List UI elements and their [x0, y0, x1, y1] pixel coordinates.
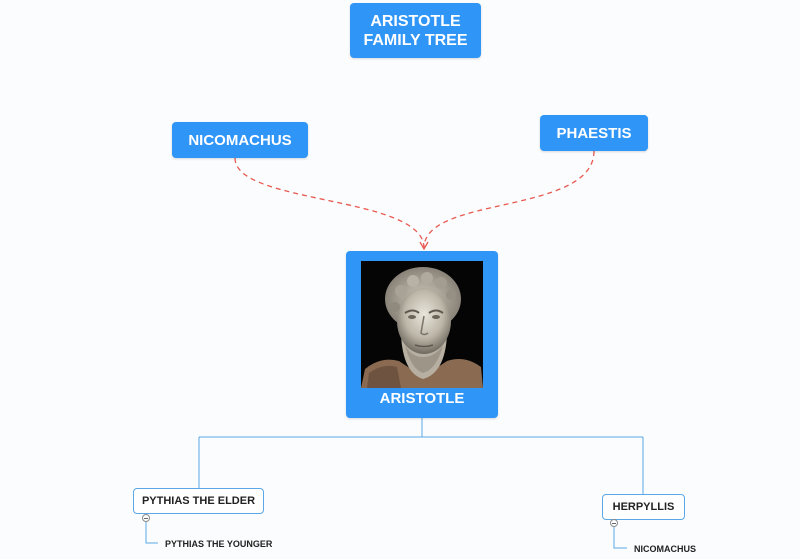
title-node[interactable]: ARISTOTLE FAMILY TREE	[350, 3, 481, 58]
father-label: NICOMACHUS	[188, 131, 292, 149]
aristotle-bust-portrait-icon	[361, 261, 483, 388]
aristotle-label: ARISTOTLE	[379, 390, 465, 407]
spouse-node-pythias[interactable]: PYTHIAS THE ELDER	[133, 488, 264, 514]
father-link	[234, 157, 425, 249]
child-label-pythias-younger[interactable]: PYTHIAS THE YOUNGER	[165, 539, 273, 549]
spouse-node-herpyllis[interactable]: HERPYLLIS	[602, 494, 685, 520]
herpyllis-child-link	[613, 527, 627, 549]
collapse-toggle-icon[interactable]	[142, 514, 150, 522]
title-line1: ARISTOTLE	[370, 12, 461, 30]
aristotle-node[interactable]: ARISTOTLE	[346, 251, 498, 418]
mother-node[interactable]: PHAESTIS	[540, 115, 648, 151]
mother-link	[423, 150, 595, 249]
children-bracket	[198, 418, 644, 494]
link-arrow	[419, 241, 429, 251]
spouse-label: HERPYLLIS	[612, 501, 675, 513]
spouse-label: PYTHIAS THE ELDER	[141, 495, 256, 507]
title-line2: FAMILY TREE	[363, 31, 468, 49]
child-label-nicomachus[interactable]: NICOMACHUS	[634, 544, 696, 554]
mother-label: PHAESTIS	[556, 124, 632, 142]
pythias-child-link	[145, 522, 158, 544]
collapse-toggle-icon[interactable]	[610, 519, 618, 527]
father-node[interactable]: NICOMACHUS	[172, 122, 308, 158]
